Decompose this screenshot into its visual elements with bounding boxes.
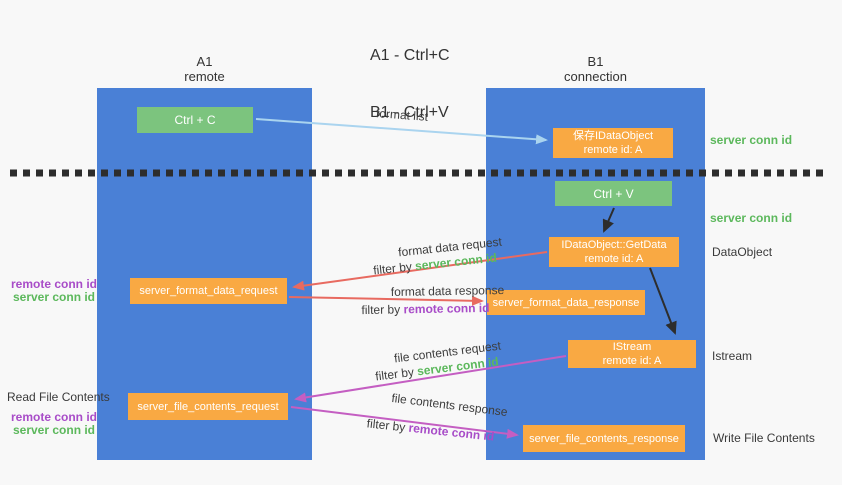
filter-key-remote-conn-id: remote conn id bbox=[407, 420, 495, 444]
getdata-line1: IDataObject::GetData bbox=[561, 239, 667, 251]
ctrl-c-node: Ctrl + C bbox=[137, 107, 253, 133]
column-a1-name: A1 bbox=[196, 54, 213, 69]
filter-key-remote-conn-id: remote conn id bbox=[403, 300, 490, 317]
title-line-1: A1 - Ctrl+C bbox=[370, 47, 450, 64]
server-conn-id-label-top-right: server conn id bbox=[710, 133, 793, 147]
filter-by-prefix: filter by bbox=[361, 302, 401, 318]
left-conn-id-stack-bottom: remote conn id server conn id bbox=[8, 411, 100, 437]
column-b1-role: connection bbox=[564, 69, 627, 84]
column-header-a1: A1 remote bbox=[97, 54, 312, 84]
page-title: A1 - Ctrl+C B1 - Ctrl+V bbox=[370, 8, 450, 160]
istream-line2: remote id: A bbox=[602, 355, 662, 367]
getdata-line2: remote id: A bbox=[584, 253, 644, 265]
server-conn-id-label-left-top: server conn id bbox=[12, 290, 96, 304]
istream-line1: IStream bbox=[612, 341, 652, 353]
read-file-contents-label: Read File Contents bbox=[7, 390, 110, 404]
server-file-contents-request-label: server_file_contents_request bbox=[137, 400, 279, 413]
server-file-contents-request-node: server_file_contents_request bbox=[128, 393, 288, 420]
dataobject-label: DataObject bbox=[712, 245, 773, 259]
server-format-data-response-node: server_format_data_response bbox=[487, 290, 645, 315]
server-conn-id-label-mid-right: server conn id bbox=[710, 211, 793, 225]
ctrl-c-label: Ctrl + C bbox=[174, 113, 216, 127]
server-file-contents-response-node: server_file_contents_response bbox=[523, 425, 685, 452]
server-file-contents-response-label: server_file_contents_response bbox=[529, 432, 679, 445]
left-conn-id-stack-top: remote conn id server conn id bbox=[8, 278, 100, 304]
remote-conn-id-label-left-bottom: remote conn id bbox=[10, 410, 97, 424]
save-dataobject-node: 保存IDataObject remote id: A bbox=[553, 128, 673, 158]
istream-side-label: Istream bbox=[712, 349, 753, 363]
title-line-2: B1 - Ctrl+V bbox=[370, 104, 449, 121]
ctrl-v-label: Ctrl + V bbox=[593, 186, 634, 201]
save-dataobject-line1: 保存IDataObject bbox=[572, 130, 654, 142]
save-dataobject-line2: remote id: A bbox=[583, 144, 643, 156]
remote-conn-id-label-left-top: remote conn id bbox=[10, 277, 97, 291]
server-conn-id-label-left-bottom: server conn id bbox=[12, 423, 96, 437]
server-format-data-request-node: server_format_data_request bbox=[130, 278, 287, 304]
filter-by-prefix: filter by bbox=[372, 259, 413, 278]
column-a1-role: remote bbox=[184, 69, 225, 84]
server-format-data-response-label: server_format_data_response bbox=[492, 296, 640, 309]
ctrl-v-node: Ctrl + V bbox=[555, 181, 672, 206]
write-file-contents-label: Write File Contents bbox=[713, 431, 815, 445]
column-header-b1: B1 connection bbox=[486, 54, 705, 84]
column-b1-name: B1 bbox=[587, 54, 604, 69]
getdata-node: IDataObject::GetData remote id: A bbox=[549, 237, 679, 267]
filter-by-prefix: filter by bbox=[366, 416, 407, 435]
filter-by-prefix: filter by bbox=[374, 364, 415, 384]
server-format-data-request-label: server_format_data_request bbox=[139, 285, 278, 297]
istream-node: IStream remote id: A bbox=[568, 340, 696, 368]
